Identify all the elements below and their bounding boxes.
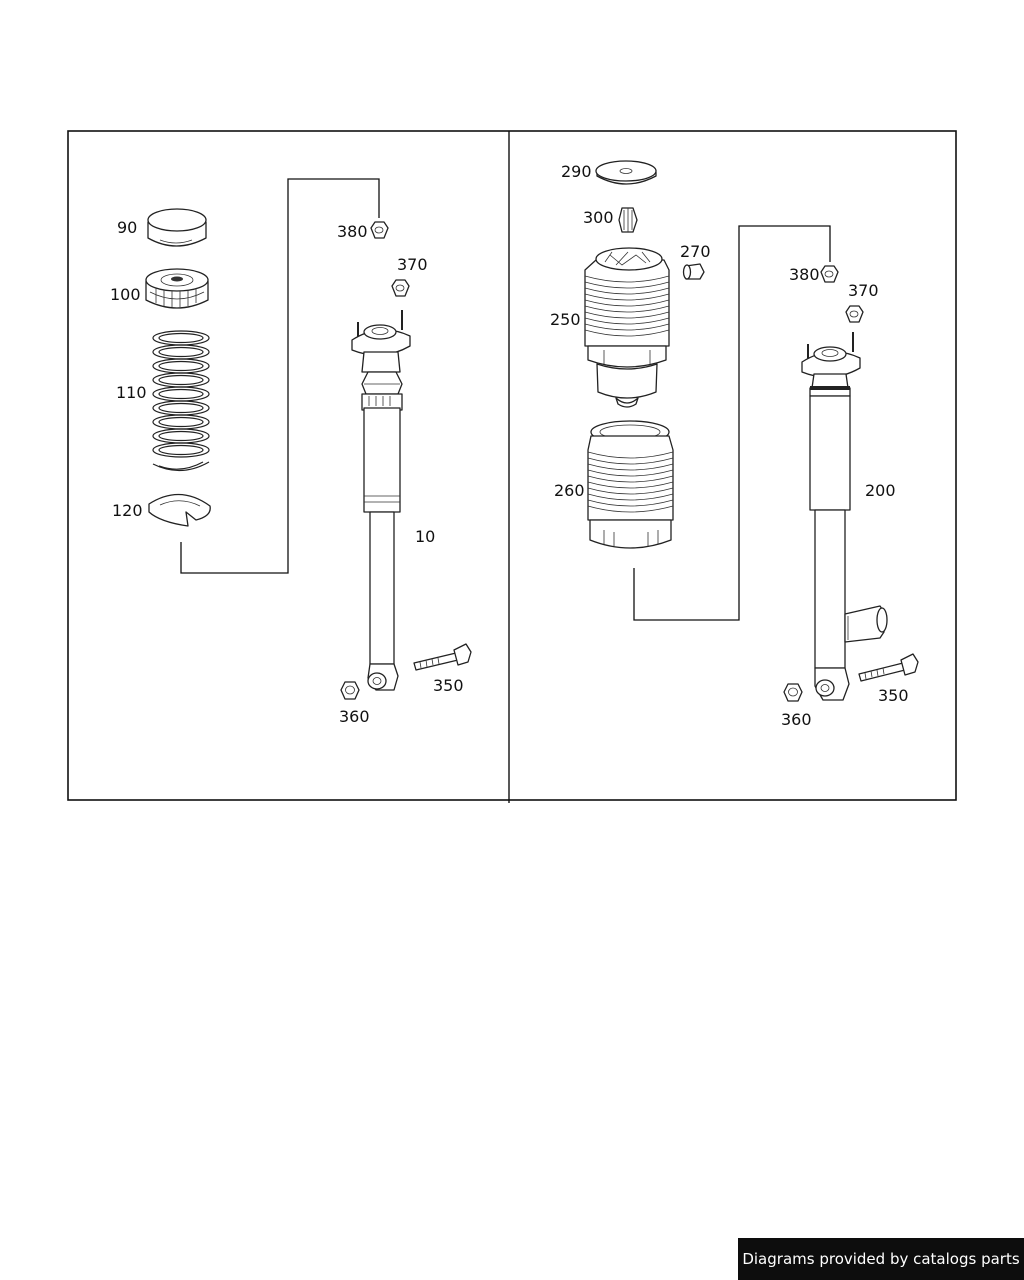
callout-380: 380 (337, 222, 368, 241)
washer-disc-part (595, 160, 657, 185)
callout-300: 300 (583, 208, 614, 227)
nut-370-part (391, 279, 410, 297)
callout-250: 250 (550, 310, 581, 329)
left-bracket-line (180, 178, 380, 574)
spring-cap-part (147, 208, 207, 247)
valve-part (618, 207, 638, 233)
callout-10: 10 (415, 527, 435, 546)
air-shock-part (801, 332, 888, 701)
callout-270: 270 (680, 242, 711, 261)
callout-200: 200 (865, 481, 896, 500)
bolt-350-part (413, 643, 472, 671)
nut-360-right-part (783, 683, 803, 702)
callout-350: 350 (433, 676, 464, 695)
callout-290: 290 (561, 162, 592, 181)
callout-120: 120 (112, 501, 143, 520)
callout-100: 100 (110, 285, 141, 304)
nut-380-right-part (820, 265, 839, 283)
air-spring-part (584, 247, 670, 408)
nut-380-part (370, 221, 389, 239)
fitting-part (682, 263, 705, 280)
right-panel: 290 300 270 250 260 380 370 200 350 360 (550, 160, 919, 729)
right-bracket-line (633, 225, 831, 621)
callout-360: 360 (339, 707, 370, 726)
bolt-350-right-part (858, 653, 919, 682)
callout-370: 370 (848, 281, 879, 300)
spring-mount-part (145, 268, 209, 309)
diagram-frame (67, 130, 957, 803)
bellows-part (587, 420, 674, 549)
spring-pad-part (148, 493, 211, 527)
shock-absorber-part (351, 310, 411, 691)
callout-90: 90 (117, 218, 137, 237)
credit-banner: Diagrams provided by catalogs parts (738, 1238, 1024, 1280)
nut-360-part (340, 681, 360, 700)
callout-370: 370 (397, 255, 428, 274)
left-panel: 90 100 110 120 380 370 10 350 360 (110, 178, 472, 726)
callout-380: 380 (789, 265, 820, 284)
nut-370-right-part (845, 305, 864, 323)
callout-350: 350 (878, 686, 909, 705)
coil-spring-part (152, 330, 210, 472)
callout-110: 110 (116, 383, 147, 402)
callout-360: 360 (781, 710, 812, 729)
callout-260: 260 (554, 481, 585, 500)
